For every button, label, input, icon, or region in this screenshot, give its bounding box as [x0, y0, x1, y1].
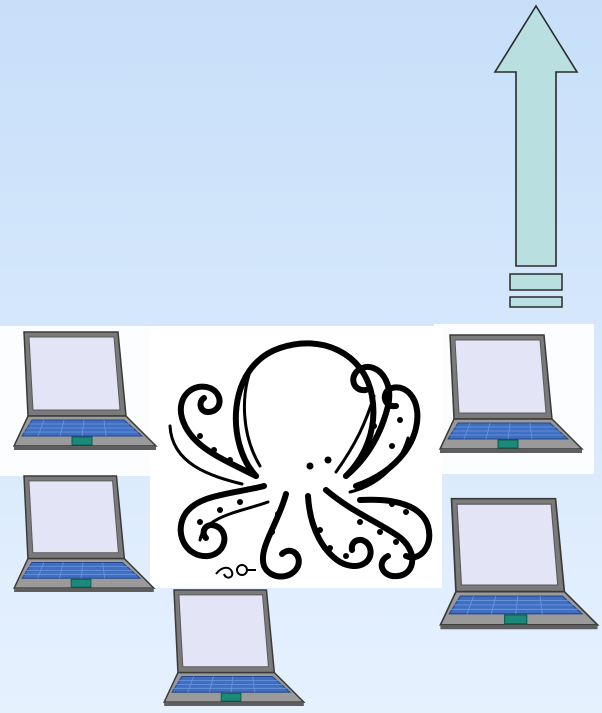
laptop-icon	[439, 497, 599, 631]
laptop-icon	[439, 334, 583, 454]
laptop-icon	[13, 475, 155, 593]
clipart-background	[150, 326, 442, 588]
laptop-icon	[163, 589, 305, 707]
octopus-drawing	[168, 340, 433, 580]
arrow-up-icon	[493, 4, 579, 308]
laptop-icon	[13, 331, 157, 451]
